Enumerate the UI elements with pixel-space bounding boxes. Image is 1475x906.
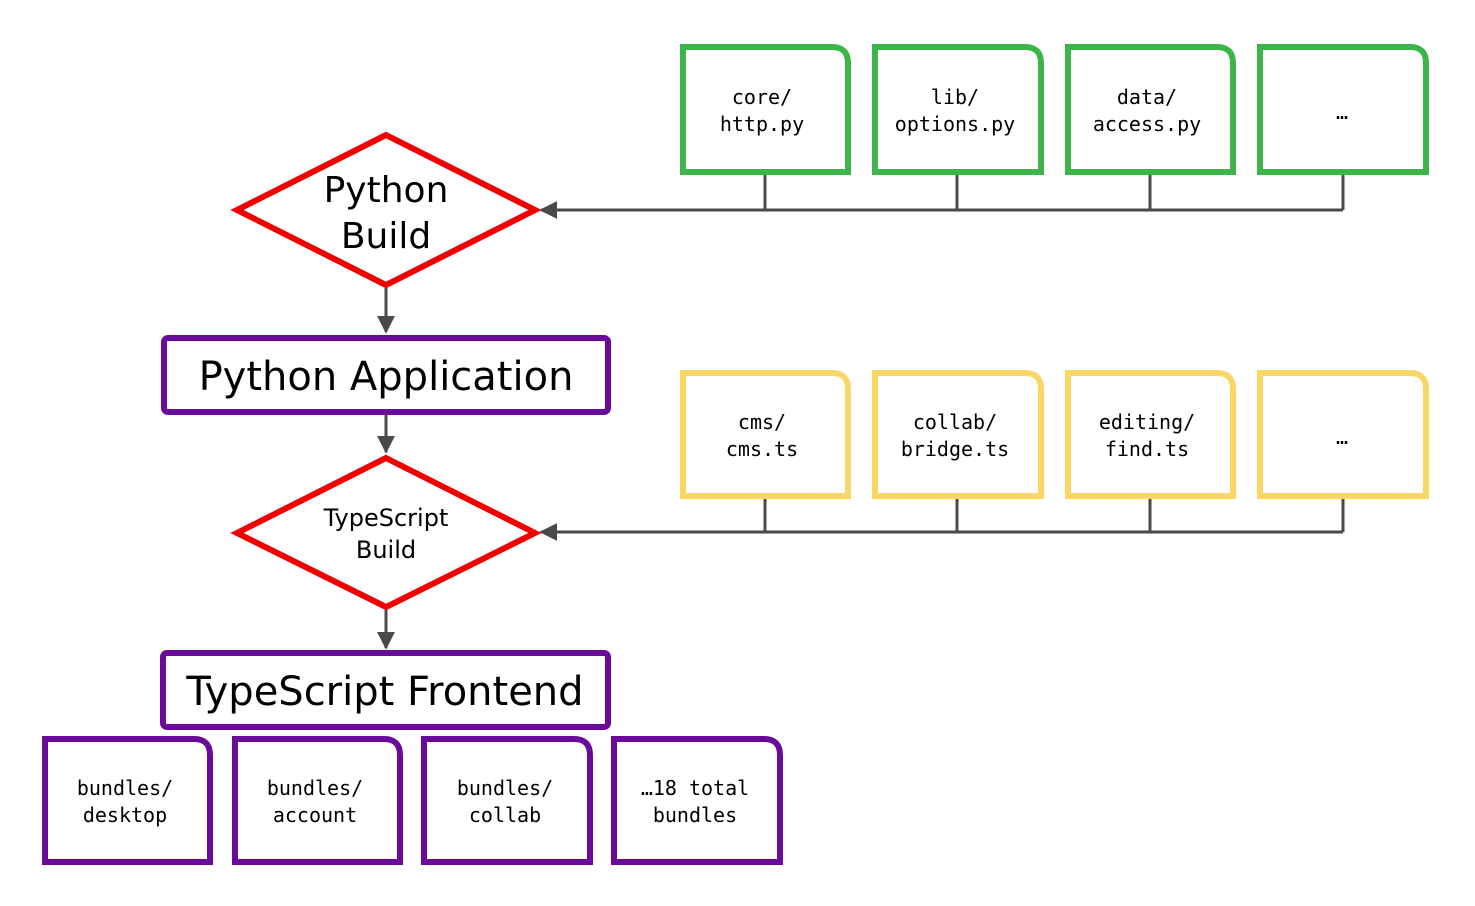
file-dir: collab/ xyxy=(913,410,997,434)
file-dir: data/ xyxy=(1117,85,1177,109)
python-application: Python Application xyxy=(161,335,611,415)
bundle-dir: bundles/ xyxy=(267,776,363,800)
file-name: cms.ts xyxy=(726,437,798,461)
file-dir: core/ xyxy=(732,85,792,109)
typescript-build-step: TypeScript Build xyxy=(230,454,542,611)
bundle-3: bundles/ collab xyxy=(421,736,593,865)
python-file-1: core/ http.py xyxy=(680,44,851,175)
python-build-label-line2: Build xyxy=(341,216,431,257)
file-shape xyxy=(1257,370,1429,499)
python-build-step: Python Build xyxy=(230,131,542,289)
output-box xyxy=(161,335,611,415)
file-shape xyxy=(872,44,1044,175)
bundle-shape xyxy=(232,736,403,865)
file-name: bridge.ts xyxy=(901,437,1009,461)
bundle-shape xyxy=(421,736,593,865)
more-files-ellipsis: … xyxy=(1336,425,1348,449)
bundle-count-label: bundles xyxy=(653,803,737,827)
file-name: find.ts xyxy=(1105,437,1189,461)
output-box xyxy=(160,650,611,730)
file-shape xyxy=(872,370,1044,499)
decision-diamond xyxy=(230,131,542,289)
typescript-file-1: cms/ cms.ts xyxy=(680,370,851,499)
file-dir: cms/ xyxy=(738,410,786,434)
bundle-1: bundles/ desktop xyxy=(42,736,213,865)
python-build-label-line1: Python xyxy=(324,170,449,211)
python-file-2: lib/ options.py xyxy=(872,44,1044,175)
file-shape xyxy=(1065,44,1236,175)
file-shape xyxy=(1065,370,1236,499)
typescript-file-3: editing/ find.ts xyxy=(1065,370,1236,499)
file-dir: editing/ xyxy=(1099,410,1195,434)
file-shape xyxy=(680,44,851,175)
bundle-name: account xyxy=(273,803,357,827)
bundle-shape xyxy=(42,736,213,865)
bundle-2: bundles/ account xyxy=(232,736,403,865)
file-name: http.py xyxy=(720,112,804,136)
more-files-ellipsis: … xyxy=(1336,100,1348,124)
bundle-name: collab xyxy=(469,803,541,827)
typescript-frontend: TypeScript Frontend xyxy=(160,650,611,730)
typescript-frontend-label: TypeScript Frontend xyxy=(185,669,583,715)
file-dir: lib/ xyxy=(931,85,979,109)
bundle-dir: bundles/ xyxy=(457,776,553,800)
typescript-build-label-line2: Build xyxy=(356,536,416,564)
typescript-file-connectors xyxy=(539,496,1345,541)
python-file-connectors xyxy=(539,172,1345,219)
file-name: access.py xyxy=(1093,112,1201,136)
file-name: options.py xyxy=(895,112,1015,136)
decision-diamond xyxy=(230,454,542,611)
python-file-3: data/ access.py xyxy=(1065,44,1236,175)
typescript-file-2: collab/ bridge.ts xyxy=(872,370,1044,499)
bundle-name: desktop xyxy=(83,803,167,827)
bundle-count: …18 total xyxy=(641,776,749,800)
typescript-build-label-line1: TypeScript xyxy=(323,504,449,532)
bundle-dir: bundles/ xyxy=(77,776,173,800)
file-shape xyxy=(680,370,851,499)
bundle-shape xyxy=(611,736,783,865)
python-application-label: Python Application xyxy=(199,354,574,400)
python-file-more: … xyxy=(1257,44,1429,175)
file-shape xyxy=(1257,44,1429,175)
typescript-file-more: … xyxy=(1257,370,1429,499)
bundle-more: …18 total bundles xyxy=(611,736,783,865)
